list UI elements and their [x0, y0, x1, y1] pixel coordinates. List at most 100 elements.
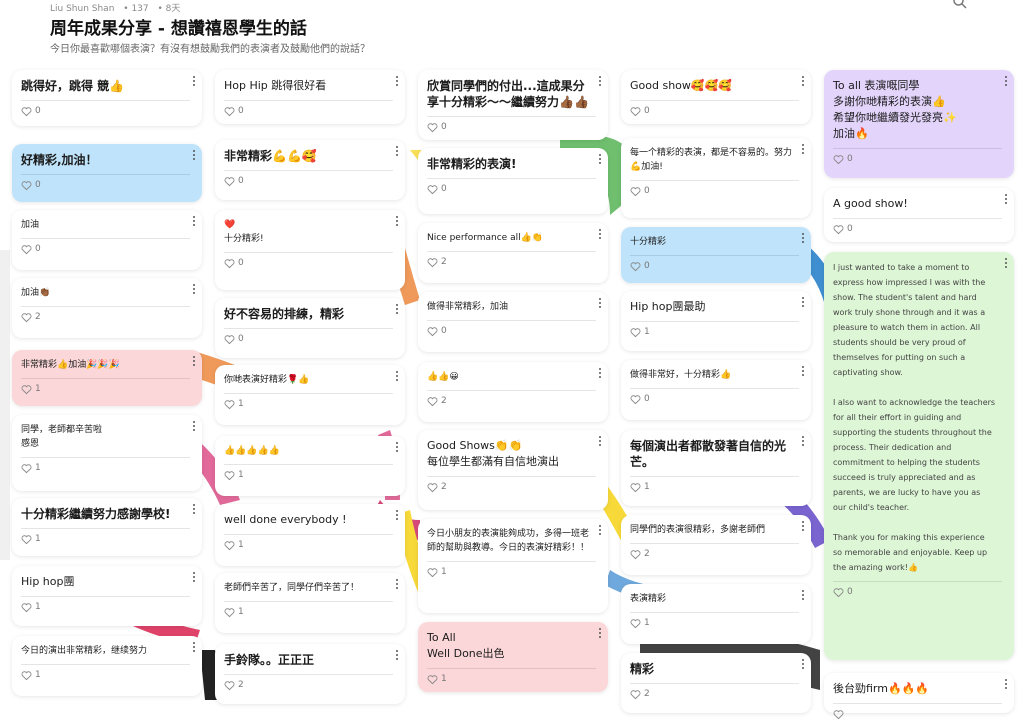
more-options-icon[interactable] [395, 510, 399, 522]
post-card[interactable]: 後台勁firm🔥🔥🔥 [824, 673, 1014, 719]
heart-icon[interactable] [427, 184, 438, 195]
post-card[interactable]: 非常精彩👍加油🎉🎉🎉1 [12, 350, 202, 406]
post-card[interactable]: 做得非常好，十分精彩👍0 [621, 360, 811, 420]
heart-icon[interactable] [21, 534, 32, 545]
post-card[interactable]: 👍👍👍👍👍1 [215, 436, 405, 496]
heart-icon[interactable] [21, 384, 32, 395]
post-card[interactable]: well done everybody !1 [215, 504, 405, 566]
post-card[interactable]: 跳得好，跳得 競👍0 [12, 70, 202, 126]
more-options-icon[interactable] [801, 297, 805, 309]
more-options-icon[interactable] [192, 504, 196, 516]
heart-icon[interactable] [833, 709, 844, 720]
more-options-icon[interactable] [192, 356, 196, 368]
more-options-icon[interactable] [192, 216, 196, 228]
post-card[interactable]: 每一个精彩的表演，都是不容易的。努力💪加油!0 [621, 138, 811, 218]
heart-icon[interactable] [427, 122, 438, 133]
heart-icon[interactable] [224, 399, 235, 410]
post-card[interactable]: 欣賞同學們的付出...這成果分享十分精彩～～繼續努力👍🏾👍🏾0 [418, 70, 608, 140]
heart-icon[interactable] [224, 470, 235, 481]
more-options-icon[interactable] [395, 579, 399, 591]
post-card[interactable]: 十分精彩繼續努力感謝學校!1 [12, 498, 202, 556]
more-options-icon[interactable] [598, 76, 602, 88]
heart-icon[interactable] [427, 257, 438, 268]
more-options-icon[interactable] [598, 525, 602, 537]
heart-icon[interactable] [224, 607, 235, 618]
heart-icon[interactable] [21, 463, 32, 474]
more-options-icon[interactable] [801, 76, 805, 88]
heart-icon[interactable] [21, 670, 32, 681]
heart-icon[interactable] [427, 674, 438, 685]
more-options-icon[interactable] [192, 76, 196, 88]
more-options-icon[interactable] [801, 659, 805, 671]
post-card[interactable]: Good show🥰🥰🥰0 [621, 70, 811, 124]
heart-icon[interactable] [630, 106, 641, 117]
more-options-icon[interactable] [1004, 258, 1008, 270]
heart-icon[interactable] [21, 602, 32, 613]
heart-icon[interactable] [427, 567, 438, 578]
heart-icon[interactable] [224, 258, 235, 269]
more-options-icon[interactable] [395, 216, 399, 228]
more-options-icon[interactable] [801, 233, 805, 245]
heart-icon[interactable] [21, 180, 32, 191]
post-card[interactable]: 每個演出者都散發著自信的光芒。1 [621, 430, 811, 506]
more-options-icon[interactable] [1004, 679, 1008, 691]
more-options-icon[interactable] [395, 442, 399, 454]
heart-icon[interactable] [224, 680, 235, 691]
heart-icon[interactable] [224, 176, 235, 187]
heart-icon[interactable] [630, 327, 641, 338]
more-options-icon[interactable] [395, 650, 399, 662]
heart-icon[interactable] [427, 482, 438, 493]
more-options-icon[interactable] [598, 154, 602, 166]
heart-icon[interactable] [21, 106, 32, 117]
post-card[interactable]: I just wanted to take a moment to expres… [824, 252, 1014, 660]
post-card[interactable]: A good show!0 [824, 188, 1014, 242]
more-options-icon[interactable] [395, 304, 399, 316]
heart-icon[interactable] [833, 154, 844, 165]
more-options-icon[interactable] [395, 371, 399, 383]
more-options-icon[interactable] [192, 284, 196, 296]
heart-icon[interactable] [630, 394, 641, 405]
more-options-icon[interactable] [1004, 76, 1008, 88]
more-options-icon[interactable] [801, 436, 805, 448]
more-options-icon[interactable] [801, 366, 805, 378]
more-options-icon[interactable] [1004, 194, 1008, 206]
heart-icon[interactable] [427, 326, 438, 337]
more-options-icon[interactable] [598, 298, 602, 310]
more-options-icon[interactable] [192, 421, 196, 433]
post-card[interactable]: 好精彩,加油！0 [12, 144, 202, 202]
more-options-icon[interactable] [192, 150, 196, 162]
search-icon[interactable] [952, 0, 968, 10]
heart-icon[interactable] [630, 689, 641, 700]
heart-icon[interactable] [833, 587, 844, 598]
more-options-icon[interactable] [801, 144, 805, 156]
more-options-icon[interactable] [801, 521, 805, 533]
heart-icon[interactable] [630, 186, 641, 197]
more-options-icon[interactable] [801, 590, 805, 602]
more-options-icon[interactable] [395, 146, 399, 158]
post-card[interactable]: ❤️ 十分精彩!0 [215, 210, 405, 290]
post-card[interactable]: 你哋表演好精彩🌹👍1 [215, 365, 405, 425]
heart-icon[interactable] [224, 540, 235, 551]
heart-icon[interactable] [224, 106, 235, 117]
more-options-icon[interactable] [598, 229, 602, 241]
heart-icon[interactable] [630, 482, 641, 493]
heart-icon[interactable] [427, 396, 438, 407]
heart-icon[interactable] [630, 261, 641, 272]
post-card[interactable]: To all 表演嘅同學 多謝你哋精彩的表演👍 希望你哋繼續發光發亮✨ 加油🔥0 [824, 70, 1014, 178]
post-card[interactable]: 加油👏🏾2 [12, 278, 202, 338]
post-card[interactable]: 老師們辛苦了，同學仔們辛苦了！1 [215, 573, 405, 633]
heart-icon[interactable] [630, 549, 641, 560]
heart-icon[interactable] [833, 224, 844, 235]
